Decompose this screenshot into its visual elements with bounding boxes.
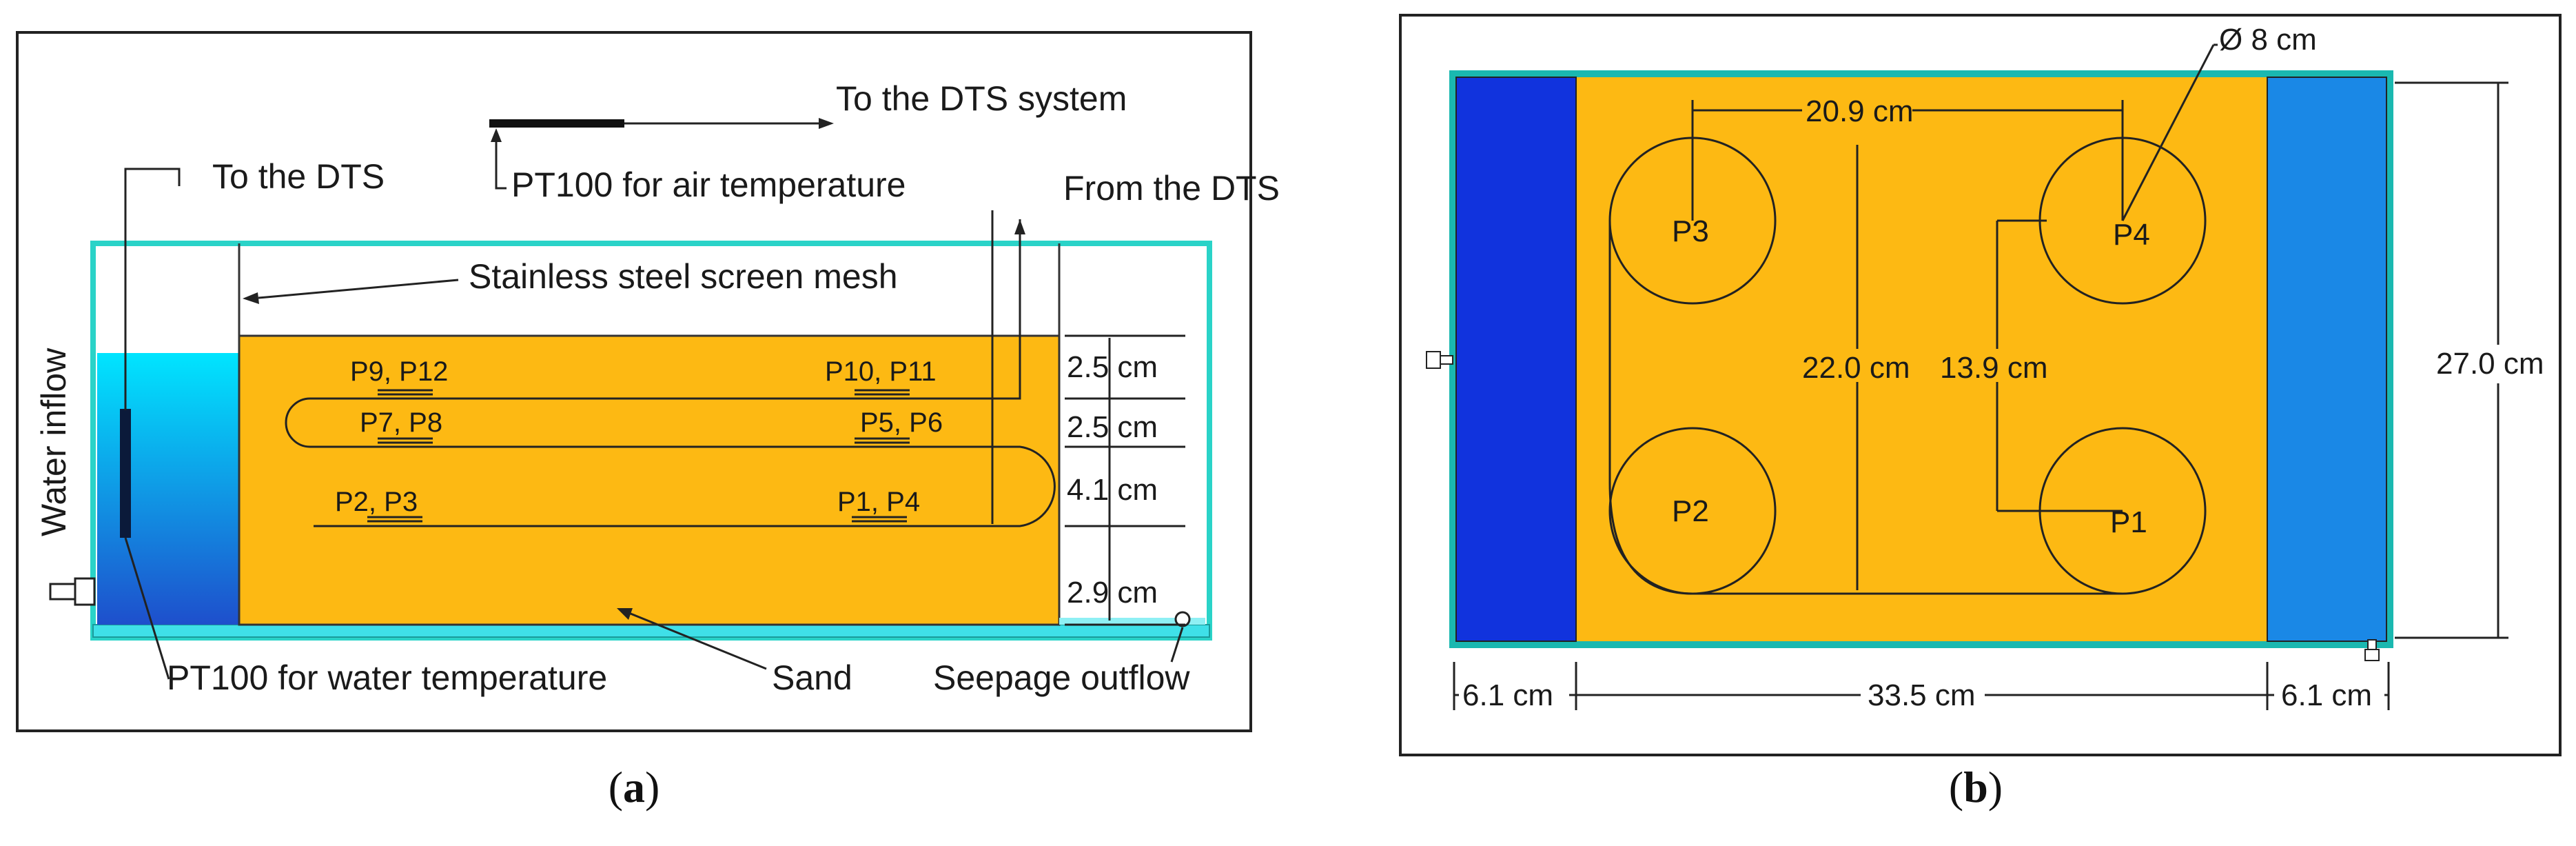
dim-height-inner-bg — [1800, 349, 1916, 382]
label-to-dts-system: To the DTS system — [836, 79, 1127, 118]
label-circle-p3: P3 — [1672, 214, 1709, 248]
label-from-dts: From the DTS — [1063, 169, 1280, 208]
dim-height-inner: 22.0 cm — [1802, 351, 1910, 385]
label-circle-p2: P2 — [1672, 494, 1709, 528]
dim-spacing-x-bg — [1802, 95, 1912, 125]
sand-arrow — [617, 608, 633, 620]
right-water-chamber — [2267, 77, 2387, 642]
dim-spacing-y-bg — [1938, 349, 2056, 382]
pt100-air-probe — [489, 119, 624, 128]
panel-a: P9, P12 P10, P11 P7, P8 P5, P6 P2, P3 P1… — [16, 31, 1280, 732]
caption-b-open: ( — [1948, 763, 1964, 812]
tank-bottom-plate — [92, 624, 1210, 638]
sand-leader — [630, 612, 767, 670]
sensor-label-p10-p11: P10, P11 — [825, 356, 937, 387]
dim-height-total-bg — [2433, 345, 2557, 383]
seepage-leader — [1170, 627, 1184, 663]
screen-mesh-arrow — [243, 292, 259, 304]
label-circle-p1: P1 — [2110, 505, 2147, 539]
dim-spacing-y: 13.9 cm — [1940, 351, 2048, 385]
water-column — [97, 353, 239, 625]
caption-a: (a) — [565, 762, 703, 813]
sensor-label-p9-p12: P9, P12 — [350, 356, 448, 387]
caption-a-close: ) — [645, 763, 660, 812]
panel-b: P3 P4 P2 P1 Ø 8 cm 20.9 cm 22.0 cm 13.9 … — [1399, 14, 2562, 756]
to-dts-system-arrow — [819, 118, 834, 129]
label-sand: Sand — [772, 658, 852, 697]
caption-b-close: ) — [1987, 763, 2003, 812]
caption-b: (b) — [1907, 762, 2045, 813]
dts-fiber-loop — [285, 219, 1056, 527]
caption-a-open: ( — [608, 763, 623, 812]
depth-dim-4: 2.9 cm — [1067, 576, 1158, 610]
cable-to-dts — [124, 168, 181, 410]
outflow-strip — [1059, 618, 1205, 625]
cable-pt100-water — [124, 537, 170, 680]
pt100-air-leader — [495, 132, 507, 190]
dim-left-bg — [1459, 679, 1569, 714]
depth-dimension-marks — [1065, 334, 1185, 626]
dim-right-bg — [2274, 679, 2384, 714]
sensor-label-p5-p6: P5, P6 — [860, 407, 943, 438]
label-pt100-air: PT100 for air temperature — [511, 165, 906, 204]
sensor-label-p1-p4: P1, P4 — [837, 487, 920, 517]
dim-diameter: Ø 8 cm — [2219, 23, 2317, 57]
pt100-air-leader-arrow — [491, 128, 502, 142]
label-screen-mesh: Stainless steel screen mesh — [469, 257, 898, 296]
label-pt100-water: PT100 for water temperature — [167, 658, 607, 697]
label-circle-p4: P4 — [2113, 218, 2150, 252]
left-water-chamber — [1455, 77, 1577, 642]
dim-spacing-x: 20.9 cm — [1806, 94, 1914, 128]
screen-mesh-leader — [258, 279, 459, 299]
dim-right-width: 6.1 cm — [2281, 678, 2372, 712]
caption-a-letter: a — [623, 763, 645, 812]
seepage-outflow-valve — [1174, 611, 1191, 627]
dim-middle-width: 33.5 cm — [1868, 678, 1976, 712]
depth-dim-3: 4.1 cm — [1067, 473, 1158, 507]
dim-left-width: 6.1 cm — [1462, 678, 1553, 712]
from-dts-arrow — [1014, 219, 1025, 234]
plan-outflow-fitting — [2364, 639, 2380, 661]
water-inflow-fitting — [49, 577, 96, 606]
sensor-label-p2-p3: P2, P3 — [335, 487, 418, 517]
plan-inflow-fitting — [1426, 351, 1453, 369]
pt100-water-probe — [120, 409, 131, 538]
sand-body — [238, 334, 1061, 626]
label-seepage-outflow: Seepage outflow — [933, 658, 1190, 697]
label-to-dts: To the DTS — [212, 157, 385, 196]
plan-fiber-path — [1608, 221, 2123, 595]
depth-dim-2: 2.5 cm — [1067, 410, 1158, 444]
dim-height-total: 27.0 cm — [2436, 347, 2544, 381]
tank-plan-frame — [1449, 70, 2393, 648]
caption-b-letter: b — [1963, 763, 1988, 812]
label-water-inflow: Water inflow — [34, 348, 73, 536]
sensor-label-p7-p8: P7, P8 — [360, 407, 442, 438]
dim-middle-bg — [1861, 679, 1985, 714]
depth-dim-1: 2.5 cm — [1067, 350, 1158, 384]
sensor-marks — [367, 389, 910, 523]
